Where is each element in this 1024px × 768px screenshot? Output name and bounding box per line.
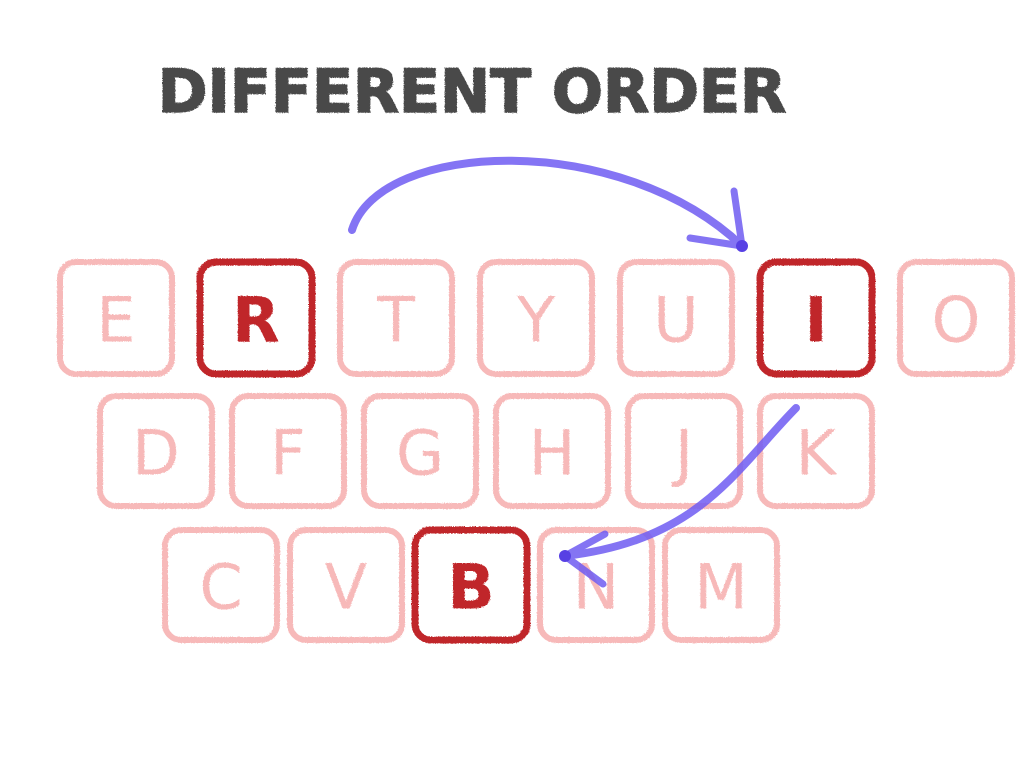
key-frame (897, 259, 1015, 377)
key-label: E (96, 284, 135, 357)
key-frame (537, 527, 655, 643)
key-n: N (537, 527, 655, 643)
key-label: R (232, 284, 280, 357)
key-i: I (756, 258, 876, 378)
key-label: N (573, 551, 619, 624)
curved-arrow-icon (559, 404, 800, 588)
key-m: M (662, 527, 780, 643)
key-frame (617, 259, 735, 377)
curved-arrow-icon (348, 156, 748, 252)
key-frame (162, 527, 280, 643)
key-g: G (361, 393, 479, 509)
arrows-layer (348, 156, 800, 588)
key-t: T (337, 259, 455, 377)
keyboard: E R T Y U I O D F G H J K C V B N M (57, 258, 1015, 644)
key-label: G (396, 417, 444, 490)
key-frame (361, 393, 479, 509)
key-f: F (229, 393, 347, 509)
key-label: T (376, 284, 416, 357)
key-b: B (411, 526, 531, 644)
key-label: I (804, 284, 827, 357)
key-label: M (694, 551, 748, 624)
key-y: Y (477, 259, 595, 377)
key-frame (477, 259, 595, 377)
key-label: J (671, 417, 693, 490)
key-frame (229, 393, 347, 509)
key-label: V (325, 551, 367, 624)
key-frame (97, 393, 215, 509)
key-r: R (196, 258, 316, 378)
key-label: D (132, 417, 180, 490)
key-frame (625, 393, 743, 509)
key-v: V (287, 527, 405, 643)
key-c: C (162, 527, 280, 643)
diagram-title: DIFFERENT ORDER (158, 57, 787, 127)
key-label: H (529, 417, 576, 490)
key-d: D (97, 393, 215, 509)
key-e: E (57, 259, 175, 377)
key-label: U (653, 284, 698, 357)
key-j: J (625, 393, 743, 509)
key-label: K (796, 417, 838, 490)
key-label: C (199, 551, 242, 624)
key-frame (662, 527, 780, 643)
key-h: H (493, 393, 611, 509)
key-frame (196, 258, 316, 378)
key-frame (287, 527, 405, 643)
key-frame (411, 526, 531, 644)
key-label: Y (516, 284, 555, 357)
key-label: B (447, 551, 494, 624)
key-frame (337, 259, 455, 377)
key-label: F (270, 417, 306, 490)
key-u: U (617, 259, 735, 377)
key-frame (756, 258, 876, 378)
key-frame (57, 259, 175, 377)
key-k: K (757, 393, 875, 509)
key-o: O (897, 259, 1015, 377)
key-label: O (932, 284, 981, 357)
key-frame (493, 393, 611, 509)
